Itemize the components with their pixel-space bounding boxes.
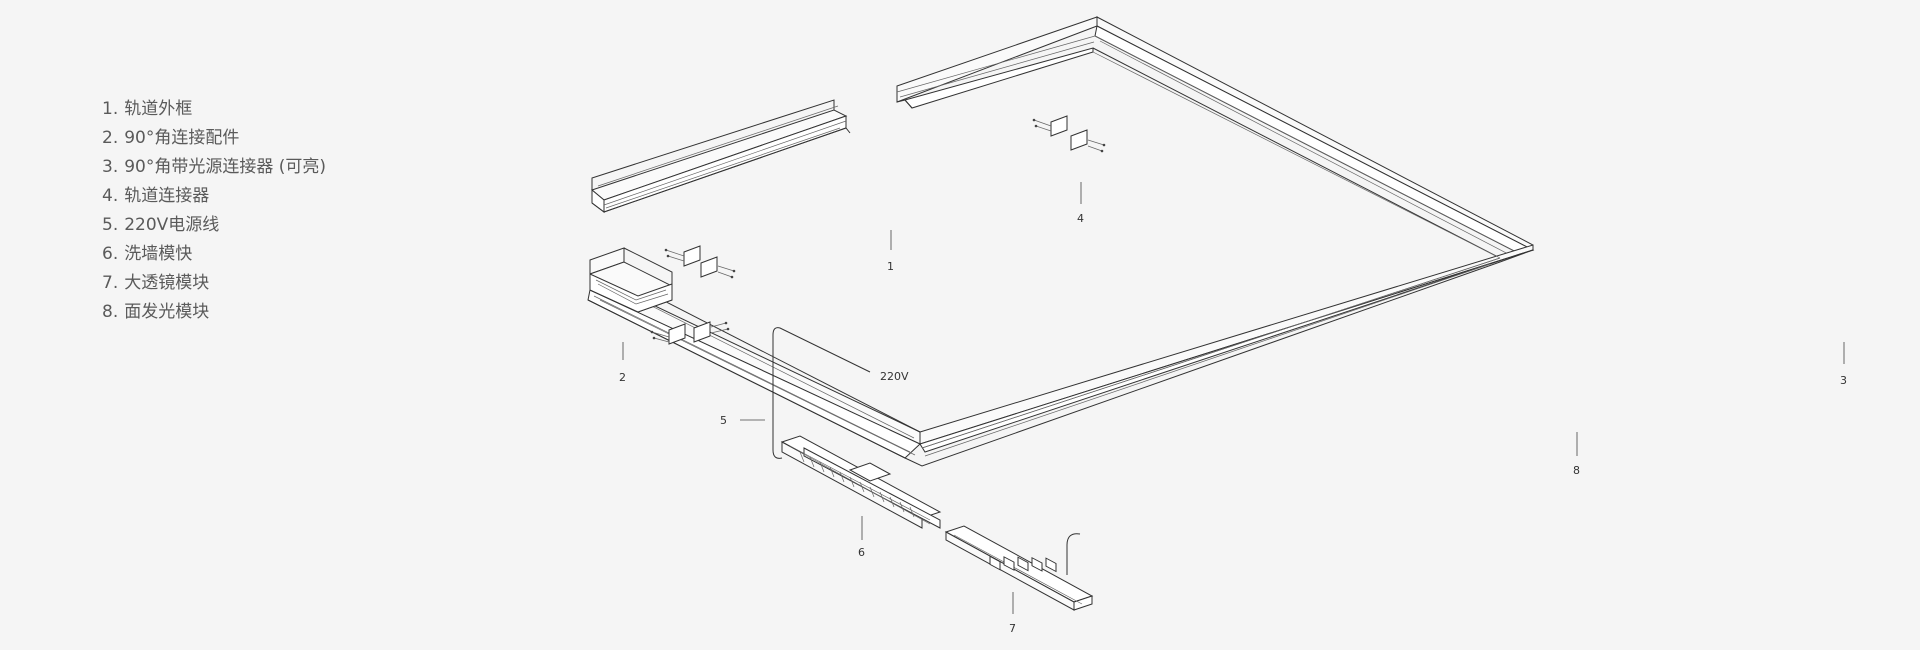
screw-dots — [650, 118, 1106, 343]
callout-6: 6 — [858, 546, 865, 559]
callout-8: 8 — [1573, 464, 1580, 477]
legend-item-panel-module: 8.面发光模块 — [102, 302, 210, 322]
legend-item-90-light-connector: 3.90°角带光源连接器 (可亮) — [102, 157, 327, 177]
callout-leaders — [622, 182, 1845, 614]
callout-2: 2 — [619, 371, 626, 384]
legend-item-lens-module: 7.大透镜模块 — [102, 273, 210, 293]
callout-3: 3 — [1840, 374, 1847, 387]
callout-voltage: 220V — [880, 370, 909, 383]
lens-module — [944, 525, 1094, 611]
power-cable — [772, 327, 1081, 575]
wall-wash-led-row — [799, 451, 915, 518]
corner-connector — [589, 247, 673, 313]
legend-item-power-cable: 5.220V电源线 — [102, 215, 220, 235]
callout-7: 7 — [1009, 622, 1016, 635]
legend-item-track-connector: 4.轨道连接器 — [102, 186, 210, 206]
legend-item-wall-wash-module: 6.洗墙模快 — [102, 244, 193, 264]
parts-legend: 1.轨道外框 2.90°角连接配件 3.90°角带光源连接器 (可亮) 4.轨道… — [102, 95, 326, 327]
legend-item-90-connector: 2.90°角连接配件 — [102, 128, 240, 148]
callout-5: 5 — [720, 414, 727, 427]
callout-4: 4 — [1077, 212, 1084, 225]
wall-wash-module — [780, 435, 942, 529]
callout-1: 1 — [887, 260, 894, 273]
legend-item-track-frame: 1.轨道外框 — [102, 99, 193, 119]
track-connector-pieces — [668, 115, 1088, 345]
separate-track-segment — [590, 99, 851, 213]
lens-row — [989, 555, 1057, 573]
main-track-frame — [587, 16, 1535, 467]
